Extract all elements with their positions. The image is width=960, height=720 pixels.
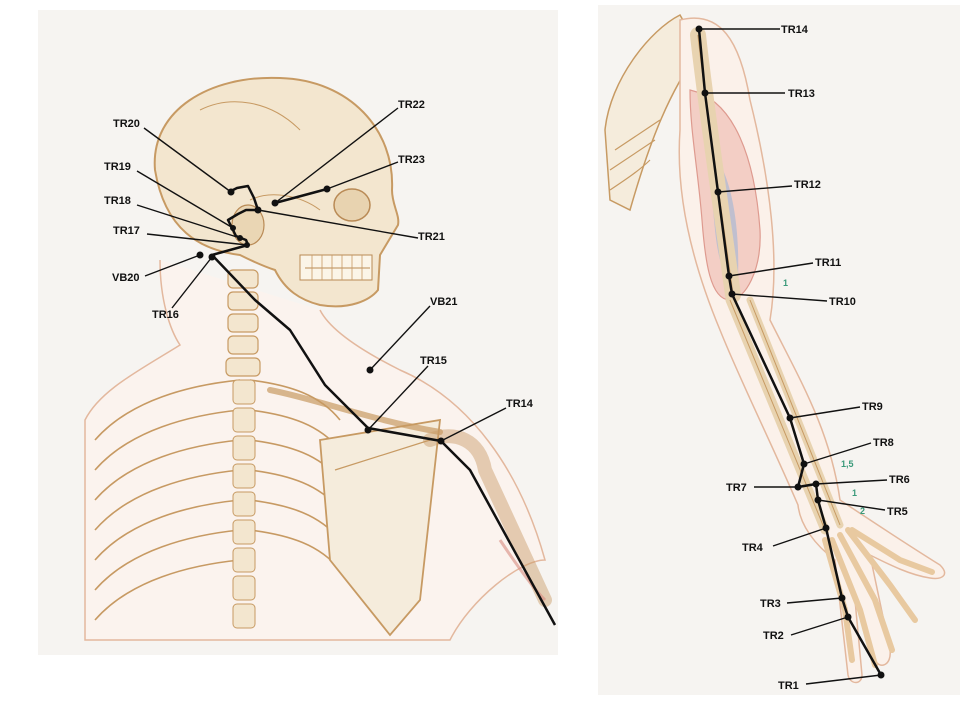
leader-tr14-head <box>440 407 507 442</box>
label-tr12: TR12 <box>794 179 821 191</box>
label-tr20: TR20 <box>113 118 140 130</box>
body-outline <box>84 259 546 641</box>
distance-mark-2: 2 <box>860 506 865 516</box>
leader-tr18 <box>136 204 241 239</box>
label-tr18: TR18 <box>104 195 131 207</box>
leader-tr11 <box>728 262 814 277</box>
leader-tr2 <box>790 616 849 636</box>
distance-mark-1-5: 1,5 <box>841 459 854 469</box>
label-tr4: TR4 <box>742 542 764 554</box>
head-shoulder-figure: TR20 TR19 TR18 TR17 VB20 TR16 TR22 TR23 … <box>38 10 558 655</box>
arm-svg: TR14 TR13 TR12 TR11 TR10 TR9 TR8 TR7 TR6… <box>598 5 960 695</box>
head-shoulder-svg: TR20 TR19 TR18 TR17 VB20 TR16 TR22 TR23 … <box>38 10 558 655</box>
label-tr17: TR17 <box>113 225 140 237</box>
skull <box>153 76 400 308</box>
leader-tr22 <box>274 107 399 204</box>
meridian-line-face <box>274 187 328 205</box>
leader-tr10 <box>731 293 828 302</box>
label-tr15: TR15 <box>420 355 447 367</box>
label-tr14-head: TR14 <box>506 398 534 410</box>
label-tr7: TR7 <box>726 482 747 494</box>
leader-tr23 <box>326 161 399 190</box>
label-vb21: VB21 <box>430 296 458 308</box>
label-tr21: TR21 <box>418 231 445 243</box>
label-tr1: TR1 <box>778 680 799 692</box>
leader-tr20 <box>143 127 232 193</box>
label-tr13: TR13 <box>788 88 815 100</box>
label-tr5: TR5 <box>887 506 908 518</box>
point-tr4 <box>822 524 830 532</box>
distance-mark-1-lower: 1 <box>852 488 857 498</box>
leader-tr8 <box>803 442 872 465</box>
leader-tr16 <box>171 256 213 309</box>
leader-tr12 <box>717 185 793 193</box>
label-tr23: TR23 <box>398 154 425 166</box>
meridian-line-arm <box>697 28 883 676</box>
label-vb20: VB20 <box>112 272 140 284</box>
label-tr16: TR16 <box>152 309 179 321</box>
leader-tr6 <box>815 479 888 485</box>
humerus <box>423 429 552 607</box>
label-tr2: TR2 <box>763 630 784 642</box>
leader-tr4 <box>772 527 827 547</box>
leader-tr1 <box>805 674 882 685</box>
leader-tr21 <box>257 209 419 239</box>
label-tr19: TR19 <box>104 161 131 173</box>
leader-vb20 <box>144 254 201 277</box>
leader-tr19 <box>136 170 234 229</box>
label-tr3: TR3 <box>760 598 781 610</box>
leader-tr9 <box>789 406 861 419</box>
label-tr9: TR9 <box>862 401 883 413</box>
leader-tr3 <box>786 597 843 604</box>
label-tr10: TR10 <box>829 296 856 308</box>
thoracic-spine <box>232 379 256 629</box>
leader-tr5 <box>817 499 886 511</box>
label-tr8: TR8 <box>873 437 894 449</box>
label-tr11: TR11 <box>815 257 841 269</box>
leader-tr15 <box>367 365 429 431</box>
label-tr6: TR6 <box>889 474 910 486</box>
label-tr22: TR22 <box>398 99 425 111</box>
leader-tr17 <box>146 233 248 246</box>
scapula <box>319 418 442 637</box>
label-tr14-arm: TR14 <box>781 24 809 36</box>
leader-vb21 <box>369 305 431 371</box>
distance-mark-1-upper: 1 <box>783 278 788 288</box>
clavicle <box>267 387 443 435</box>
arm-figure: TR14 TR13 TR12 TR11 TR10 TR9 TR8 TR7 TR6… <box>570 0 960 720</box>
